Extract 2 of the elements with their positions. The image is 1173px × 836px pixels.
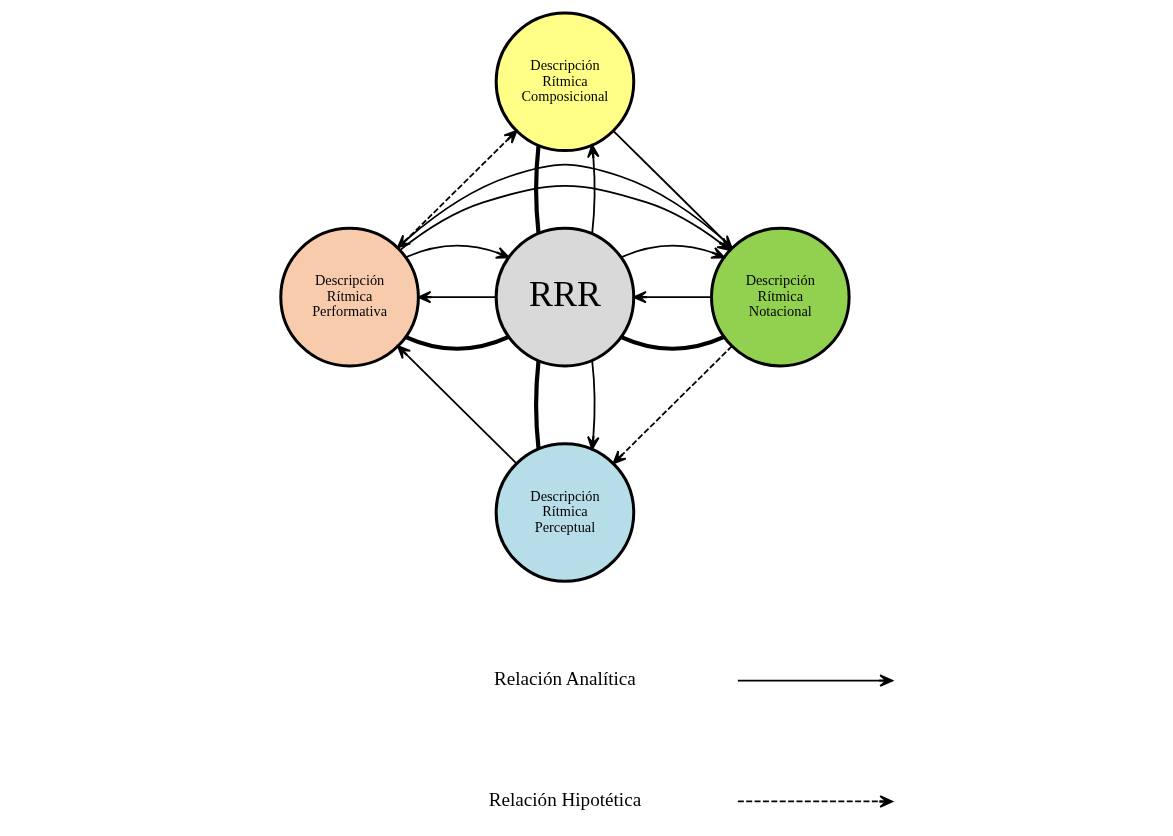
legend-label: Relación Analítica	[493, 668, 636, 690]
legend-label: Relación Hipotética	[488, 789, 641, 811]
